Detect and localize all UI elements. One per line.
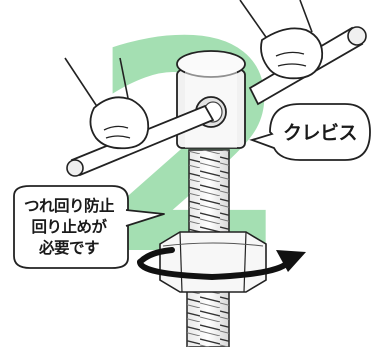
warning-callout-bubble: [13, 185, 165, 269]
hand-icon: [239, 0, 324, 80]
clevis-label: クレビス: [282, 122, 358, 144]
upper-threaded-rod: [188, 149, 230, 247]
hex-nut: [159, 231, 267, 293]
clevis-callout-bubble: [249, 103, 371, 161]
warning-line: 必要です: [38, 239, 100, 257]
hand-icon: [64, 57, 150, 150]
warning-line: つれ回り防止: [23, 197, 115, 215]
lower-threaded-rod: [186, 285, 230, 348]
warning-line: 回り止めが: [31, 218, 107, 236]
warning-label: つれ回り防止 回り止めが 必要です: [10, 196, 128, 259]
clevis-body: [176, 50, 246, 149]
rotation-arrow-icon: [137, 247, 306, 281]
